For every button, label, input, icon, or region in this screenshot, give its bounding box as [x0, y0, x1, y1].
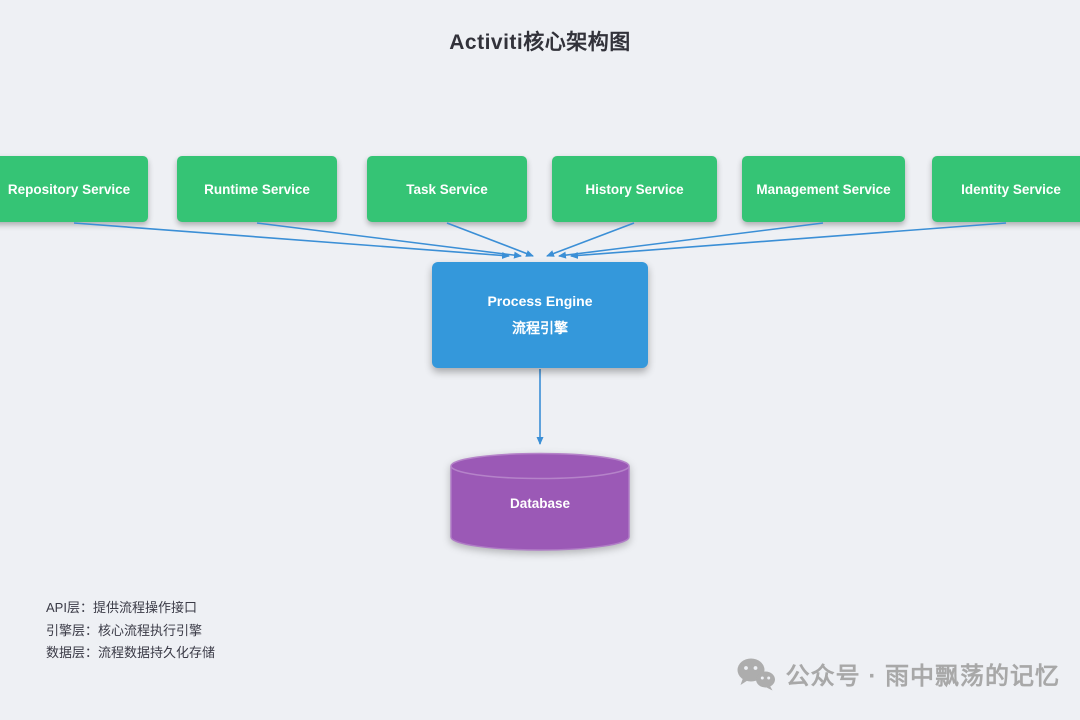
service-label: Runtime Service: [204, 181, 310, 197]
service-box-repository: Repository Service: [0, 156, 148, 222]
service-box-runtime: Runtime Service: [177, 156, 337, 222]
database-label: Database: [509, 496, 571, 511]
process-engine-label-en: Process Engine: [487, 292, 593, 309]
service-label: Identity Service: [961, 181, 1061, 197]
legend-line-data: 数据层：流程数据持久化存储: [46, 645, 216, 660]
service-box-identity: Identity Service: [932, 156, 1080, 222]
service-label: Task Service: [406, 181, 488, 197]
service-label: Management Service: [756, 181, 891, 197]
database-cylinder: Database: [450, 452, 630, 552]
page-title: Activiti核心架构图: [449, 31, 631, 54]
legend: API层：提供流程操作接口 引擎层：核心流程执行引擎 数据层：流程数据持久化存储: [46, 597, 215, 665]
service-label: Repository Service: [7, 181, 131, 197]
legend-line-engine: 引擎层：核心流程执行引擎: [46, 622, 203, 638]
cylinder-shape: [450, 452, 630, 551]
watermark: 公众号 · 雨中飘荡的记忆: [736, 656, 1060, 691]
service-label: History Service: [585, 181, 684, 197]
service-box-management: Management Service: [742, 156, 905, 222]
service-box-task: Task Service: [367, 156, 527, 222]
legend-line-api: API层：提供流程操作接口: [46, 600, 197, 615]
watermark-text: 公众号 · 雨中飘荡的记忆: [785, 663, 1060, 690]
process-engine-box: Process Engine 流程引擎: [432, 262, 648, 368]
service-box-history: History Service: [552, 156, 717, 222]
process-engine-label-zh: 流程引擎: [512, 319, 568, 336]
wechat-icon: [737, 658, 775, 690]
